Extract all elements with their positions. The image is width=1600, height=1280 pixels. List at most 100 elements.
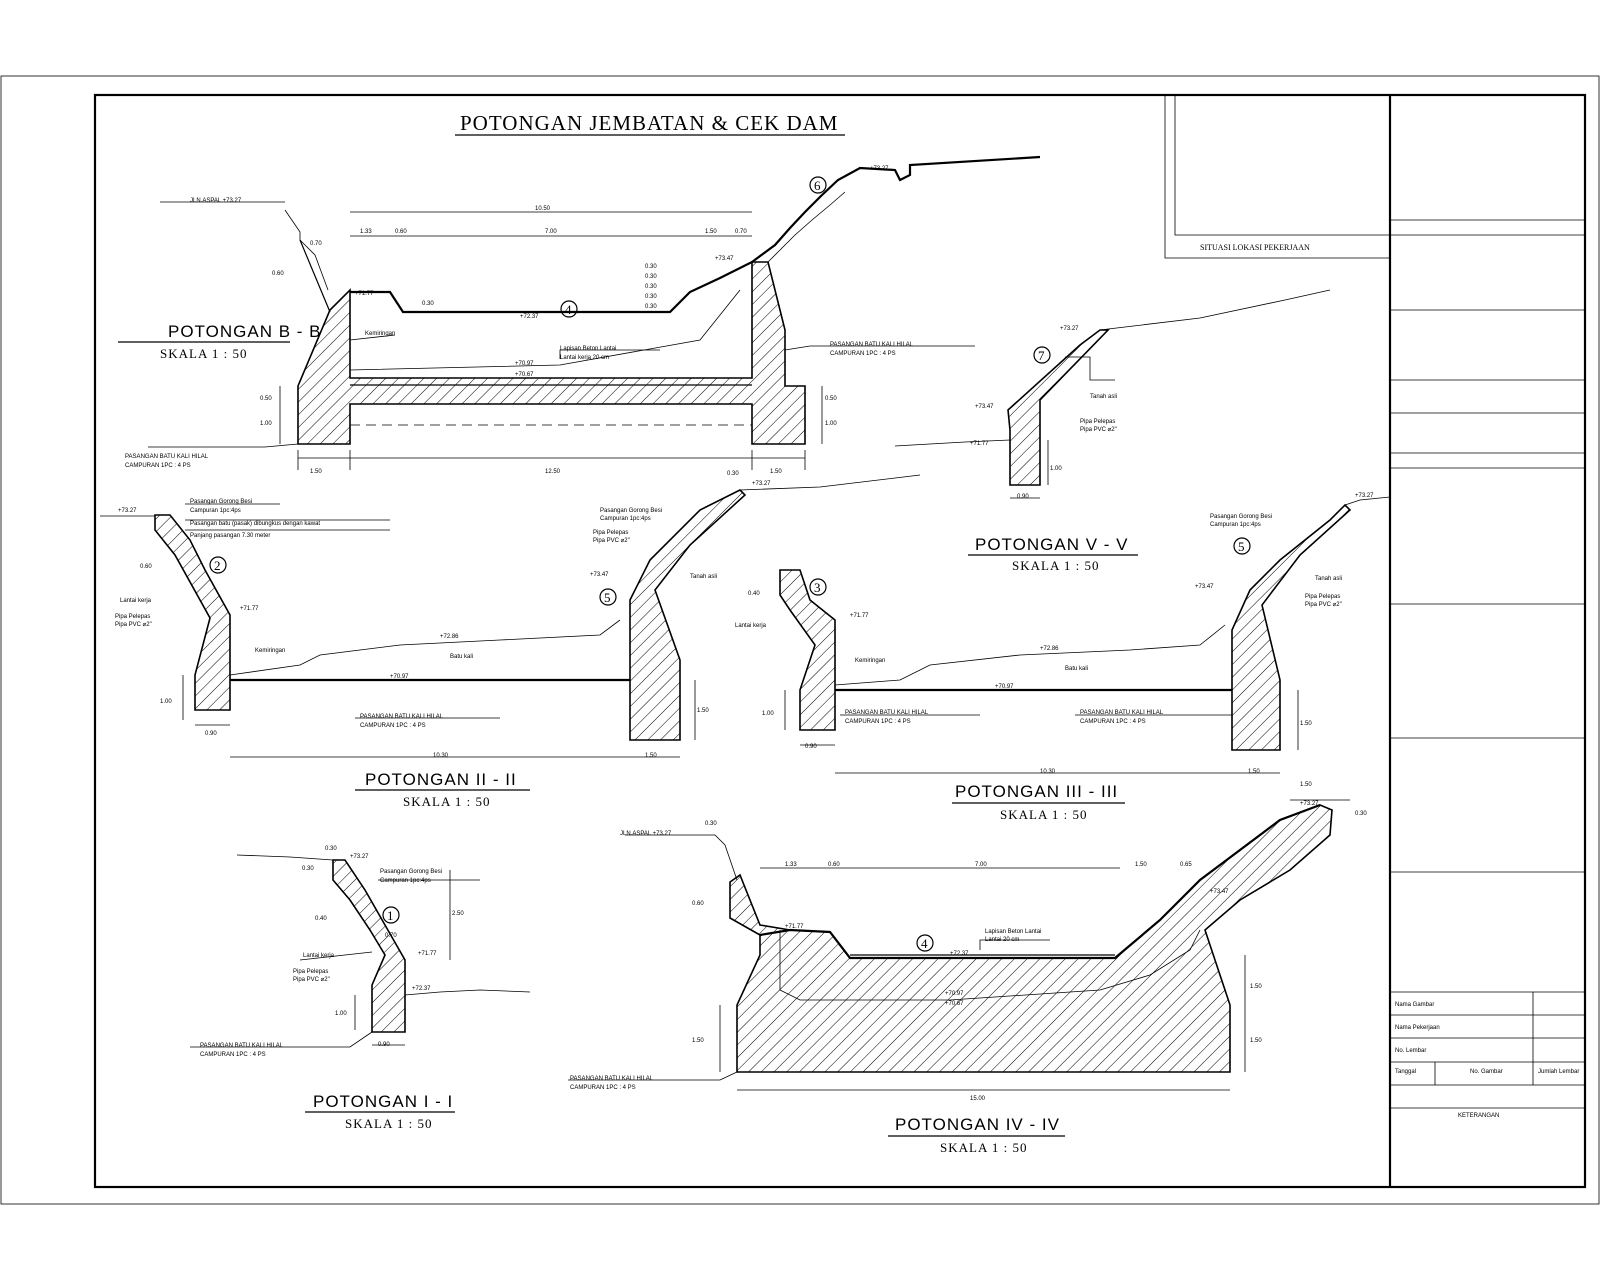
i-dim-100: 1.00 bbox=[335, 1011, 347, 1017]
iii-dim-150: 1.50 bbox=[1300, 721, 1312, 727]
iv-dim-1500: 15.00 bbox=[970, 1096, 986, 1102]
bb-dim-3: 7.00 bbox=[545, 229, 557, 235]
bb-elev-left: +71.77 bbox=[355, 291, 374, 297]
i-dim-250: 2.50 bbox=[452, 911, 464, 917]
iii-elev-bed: +70.97 bbox=[995, 684, 1014, 690]
marker-6 bbox=[809, 176, 827, 194]
bb-side-1: 0.50 bbox=[260, 396, 272, 402]
marker-4-iv bbox=[916, 934, 934, 952]
i-dim-040: 0.40 bbox=[315, 916, 327, 922]
bb-dim-5: 0.70 bbox=[735, 229, 747, 235]
iv-elev-left: +71.77 bbox=[785, 924, 804, 930]
ii-campuran: CAMPURAN 1PC : 4 PS bbox=[360, 723, 426, 729]
ii-dim-1030: 10.30 bbox=[433, 753, 449, 759]
i-elev-mid: +71.77 bbox=[418, 951, 437, 957]
ii-elev-247-r: +73.47 bbox=[590, 572, 609, 578]
ii-pas-gorong-r: Pasangan Gorong Besi bbox=[600, 508, 662, 514]
scale-i: SKALA 1 : 50 bbox=[345, 1116, 432, 1131]
bb-bottom-1: 1.50 bbox=[310, 469, 322, 475]
bb-stack-5: 0.30 bbox=[645, 304, 657, 310]
ii-dim-150b: 1.50 bbox=[645, 753, 657, 759]
tb-no-lembar: No. Lembar bbox=[1395, 1048, 1426, 1054]
bb-dim-060: 0.60 bbox=[272, 271, 284, 277]
bb-dim-mid: 0.30 bbox=[422, 301, 434, 307]
ii-lantai: Lantai kerja bbox=[120, 598, 152, 604]
section-i bbox=[190, 854, 531, 1048]
bb-stack-2: 0.30 bbox=[645, 274, 657, 280]
ii-elev-386: +72.86 bbox=[440, 634, 459, 640]
tb-tanggal: Tanggal bbox=[1395, 1069, 1416, 1075]
titleblock bbox=[1390, 219, 1585, 1109]
iii-pas-gorong-r: Pasangan Gorong Besi bbox=[1210, 514, 1272, 520]
title-i: POTONGAN I - I bbox=[313, 1092, 453, 1111]
iii-pvc-r: Pipa PVC ⌀2" bbox=[1305, 602, 1342, 608]
ii-dim-150: 1.50 bbox=[697, 708, 709, 714]
marker-5-ii bbox=[599, 588, 617, 606]
bb-elev-deck: +72.37 bbox=[520, 314, 539, 320]
i-dim-030a: 0.30 bbox=[325, 846, 337, 852]
iii-dim-040: 0.40 bbox=[748, 591, 760, 597]
scale-vv: SKALA 1 : 50 bbox=[1012, 558, 1099, 573]
bb-side-4: 1.00 bbox=[825, 421, 837, 427]
iv-dim-150-top: 1.50 bbox=[1300, 782, 1312, 788]
iii-kemiringan: Kemiringan bbox=[855, 658, 885, 664]
iii-pasangan: PASANGAN BATU KALI HILAL bbox=[845, 710, 929, 716]
marker-1-text: 1 bbox=[387, 908, 394, 923]
iii-dim-1030: 10.30 bbox=[1040, 769, 1056, 775]
i-campuran-pc: Campuran 1pc:4ps bbox=[380, 878, 431, 884]
bb-campuran: CAMPURAN 1PC : 4 PS bbox=[125, 463, 191, 469]
i-pasangan: PASANGAN BATU KALI HILAL bbox=[200, 1043, 284, 1049]
bb-dim-total: 10.50 bbox=[535, 206, 551, 212]
bb-elev-bed: +70.97 bbox=[515, 361, 534, 367]
iv-pasangan: PASANGAN BATU KALI HILAL bbox=[570, 1076, 654, 1082]
iii-batu-kali: Batu kali bbox=[1065, 666, 1088, 672]
iv-dim-030: 0.30 bbox=[705, 821, 717, 827]
iv-jln-aspal: JLN.ASPAL +73.27 bbox=[620, 831, 672, 837]
iv-dim-1: 1.33 bbox=[785, 862, 797, 868]
ii-pasangan: PASANGAN BATU KALI HILAL bbox=[360, 714, 444, 720]
title-vv: POTONGAN V - V bbox=[975, 535, 1129, 554]
i-pas-gorong: Pasangan Gorong Besi bbox=[380, 869, 442, 875]
bb-dim-4: 1.50 bbox=[705, 229, 717, 235]
iv-dim-4: 1.50 bbox=[1135, 862, 1147, 868]
iv-lapisan: Lapisan Beton Lantai bbox=[985, 929, 1041, 935]
bb-kemiringan: Kemiringan bbox=[365, 331, 395, 337]
situasi-box bbox=[1164, 95, 1390, 259]
vv-pvc: Pipa PVC ⌀2" bbox=[1080, 427, 1117, 433]
section-bb bbox=[148, 155, 1041, 470]
iv-elev-top: +73.27 bbox=[1300, 801, 1319, 807]
ii-campuran-pc-r: Campuran 1pc:4ps bbox=[600, 516, 651, 522]
ii-batu-kali: Batu kali bbox=[450, 654, 473, 660]
iii-campuran: CAMPURAN 1PC : 4 PS bbox=[845, 719, 911, 725]
bb-dim-1: 1.33 bbox=[360, 229, 372, 235]
iv-dim-030-r: 0.30 bbox=[1355, 811, 1367, 817]
marker-3-text: 3 bbox=[814, 580, 821, 595]
i-elev-top: +73.27 bbox=[350, 854, 369, 860]
drawing-title: POTONGAN JEMBATAN & CEK DAM bbox=[460, 111, 838, 135]
tb-nama-pekerjaan: Nama Pekerjaan bbox=[1395, 1025, 1440, 1031]
drawing-frame bbox=[93, 93, 1587, 1189]
tb-no-gambar: No. Gambar bbox=[1470, 1069, 1503, 1075]
ii-dim-060: 0.60 bbox=[140, 564, 152, 570]
marker-4-bb-text: 4 bbox=[565, 302, 572, 317]
i-dim-070: 0.70 bbox=[385, 933, 397, 939]
vv-dim-100: 1.00 bbox=[1050, 466, 1062, 472]
marker-1 bbox=[382, 906, 400, 924]
iii-campuran-pc-r: Campuran 1pc:4ps bbox=[1210, 522, 1261, 528]
iv-lantai: Lantai 20 cm bbox=[985, 937, 1019, 943]
scale-iii: SKALA 1 : 50 bbox=[1000, 807, 1087, 822]
marker-4-iv-text: 4 bbox=[921, 936, 928, 951]
bb-lapisan: Lapisan Beton Lantai bbox=[560, 346, 616, 352]
ii-dim-090: 0.90 bbox=[205, 731, 217, 737]
section-vv bbox=[894, 289, 1331, 499]
title-iv: POTONGAN IV - IV bbox=[895, 1115, 1060, 1134]
bb-stack-4: 0.30 bbox=[645, 294, 657, 300]
bb-bottom-2: 12.50 bbox=[545, 469, 561, 475]
iv-elev-bed2: +70.67 bbox=[945, 1001, 964, 1007]
section-iv bbox=[568, 799, 1350, 1091]
i-dim-090: 0.90 bbox=[378, 1042, 390, 1048]
iv-elev-bed: +70.97 bbox=[945, 991, 964, 997]
bb-elev-bed2: +70.67 bbox=[515, 372, 534, 378]
bb-bottom-3: 1.50 bbox=[770, 469, 782, 475]
